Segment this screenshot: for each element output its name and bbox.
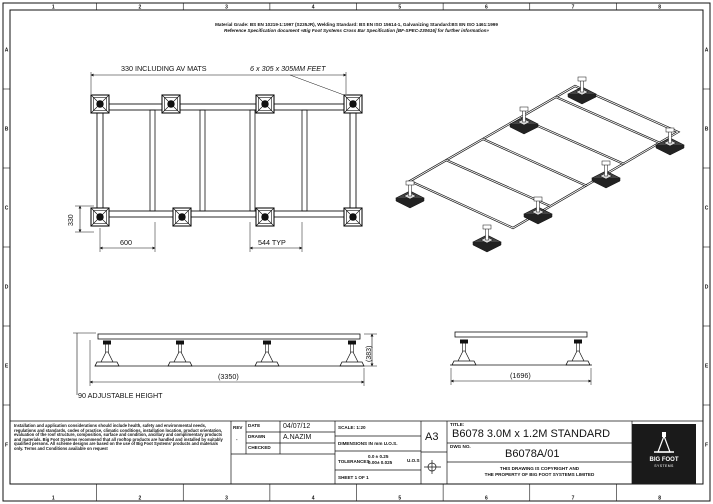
rev-label: REV xyxy=(233,425,243,430)
checked-label: CHECKED xyxy=(248,445,271,450)
isometric-view xyxy=(395,76,685,253)
installation-notes: Installation and application considerati… xyxy=(14,423,223,451)
grid-ref-label: E xyxy=(5,364,9,370)
logo-sub: SYSTEMS xyxy=(654,464,674,468)
dim-feet-count: 6 x 305 x 305MM FEET xyxy=(250,64,326,73)
grid-ref-label: 2 xyxy=(139,496,142,502)
tolerance-lower: 0.00± 0.025 xyxy=(368,460,393,465)
grid-ref-label: 4 xyxy=(312,496,315,502)
copyright-line-2: THE PROPERTY OF BIG FOOT SYSTEMS LIMITED xyxy=(484,472,595,477)
grid-ref-label: D xyxy=(705,285,709,291)
dim-side-height: (383) xyxy=(366,345,373,362)
grid-ref-label: 8 xyxy=(658,496,661,502)
grid-ref-label: E xyxy=(705,364,709,370)
dim-typical-spacing: 544 TYP xyxy=(258,238,286,247)
tolerance-upper: 0.0 ± 0.25 xyxy=(368,454,389,459)
big-foot-logo: BIG FOOT SYSTEMS xyxy=(632,424,696,484)
grid-ref-label: A xyxy=(705,48,709,54)
drawing-title: B6078 3.0M x 1.2M STANDARD xyxy=(452,428,611,440)
dim-plan-spacing: 600 xyxy=(120,238,132,247)
foot-logo-icon xyxy=(654,432,674,453)
date-value: 04/07/12 xyxy=(283,423,311,430)
dim-end-width: (1696) xyxy=(510,371,531,380)
grid-ref-label: 4 xyxy=(312,5,315,11)
grid-ref-label: 3 xyxy=(225,496,228,502)
dimensions-units: DIMENSIONS IN mm U.O.S. xyxy=(338,441,398,446)
end-elevation xyxy=(450,331,592,385)
dim-plan-height: 330 xyxy=(68,214,75,226)
dim-side-length: (3350) xyxy=(218,372,239,381)
grid-ref-label: 1 xyxy=(52,5,55,11)
grid-ref-label: B xyxy=(5,127,9,133)
grid-ref-label: D xyxy=(5,285,9,291)
grid-ref-label: 5 xyxy=(398,496,401,502)
grid-ref-label: 2 xyxy=(139,5,142,11)
grid-ref-label: F xyxy=(705,443,708,449)
grid-ref-label: B xyxy=(705,127,709,133)
paper-size: A3 xyxy=(425,431,439,443)
grid-ref-label: 7 xyxy=(572,496,575,502)
uos-label: U.O.S xyxy=(407,458,420,463)
reference-spec-text: Reference Specification document «Big Fo… xyxy=(224,28,489,33)
reference-spec-note: Reference Specification document «Big Fo… xyxy=(0,28,713,34)
rev-value: - xyxy=(236,437,238,442)
grid-ref-label: 6 xyxy=(485,5,488,11)
plan-view xyxy=(75,72,363,252)
grid-ref-label: 5 xyxy=(398,5,401,11)
scale-label: SCALE: 1:20 xyxy=(338,425,366,430)
grid-ref-label: A xyxy=(5,48,9,54)
grid-ref-label: F xyxy=(5,443,8,449)
dwg-no-label: DWG NO. xyxy=(450,444,471,449)
title-label: TITLE: xyxy=(450,422,465,427)
title-block xyxy=(10,420,703,484)
dim-overall-including-av-mats: 330 INCLUDING AV MATS xyxy=(121,64,207,73)
side-elevation xyxy=(73,332,377,395)
grid-ref-label: C xyxy=(5,206,9,212)
copyright-line-1: THIS DRAWING IS COPYRIGHT AND xyxy=(499,466,580,471)
dim-adjustable-height: 90 ADJUSTABLE HEIGHT xyxy=(78,391,163,400)
drawn-value: A.NAZIM xyxy=(283,434,312,441)
material-grade-note: Material Grade: BS EN 10219-1:1997 (S235… xyxy=(215,22,498,27)
grid-ref-label: 8 xyxy=(658,5,661,11)
grid-ref-label: 7 xyxy=(572,5,575,11)
grid-ref-label: C xyxy=(705,206,709,212)
grid-ref-label: 3 xyxy=(225,5,228,11)
drawing-number: B6078A/01 xyxy=(505,448,560,460)
grid-ref-label: 6 xyxy=(485,496,488,502)
date-label: DATE xyxy=(248,423,261,428)
logo-name: BIG FOOT xyxy=(649,457,679,463)
drawn-label: DRAWN xyxy=(248,434,266,439)
grid-ref-label: 1 xyxy=(52,496,55,502)
sheet-count: SHEET 1 OF 1 xyxy=(338,475,369,480)
tolerances-label: TOLERANCES xyxy=(338,459,370,464)
